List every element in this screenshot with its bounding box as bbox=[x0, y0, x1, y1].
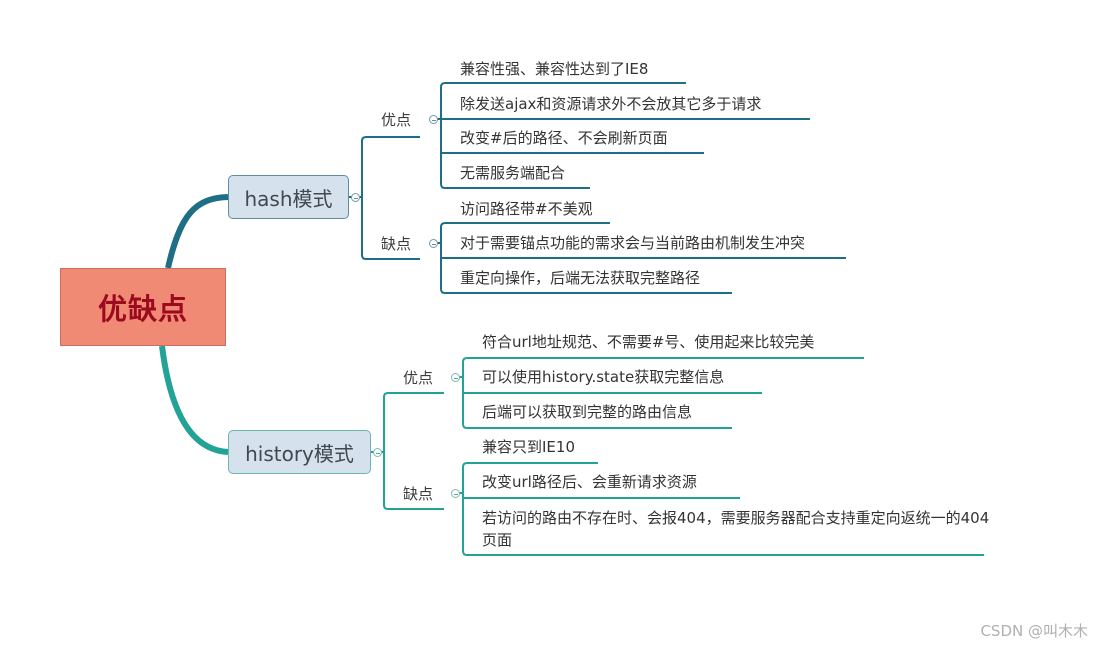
leaf-item[interactable]: 重定向操作，后端无法获取完整路径 bbox=[460, 269, 701, 287]
leaf-item[interactable]: 若访问的路由不存在时、会报404，需要服务器配合支持重定向返统一的404页面 bbox=[482, 509, 990, 549]
root-node[interactable]: 优缺点 bbox=[60, 268, 226, 346]
leaf-item[interactable]: 无需服务端配合 bbox=[460, 164, 566, 182]
group-label-history-pros[interactable]: 优点 bbox=[403, 369, 434, 387]
history-subtree-lines bbox=[371, 357, 984, 556]
collapse-icon[interactable] bbox=[451, 489, 460, 498]
watermark: CSDN @叫木木 bbox=[980, 622, 1088, 640]
collapse-icon[interactable] bbox=[451, 373, 460, 382]
leaf-item[interactable]: 改变#后的路径、不会刷新页面 bbox=[460, 129, 668, 147]
branch-node-hash[interactable]: hash模式 bbox=[228, 175, 349, 219]
group-label-hash-pros[interactable]: 优点 bbox=[381, 111, 412, 129]
leaf-item[interactable]: 后端可以获取到完整的路由信息 bbox=[482, 403, 693, 421]
leaf-item[interactable]: 符合url地址规范、不需要#号、使用起来比较完美 bbox=[482, 333, 815, 351]
leaf-item[interactable]: 可以使用history.state获取完整信息 bbox=[482, 368, 725, 386]
leaf-item[interactable]: 兼容性强、兼容性达到了IE8 bbox=[460, 60, 649, 78]
root-hash-connector bbox=[165, 194, 229, 269]
branch-label: history模式 bbox=[245, 441, 354, 466]
collapse-icon[interactable] bbox=[429, 115, 438, 124]
root-history-connector bbox=[159, 345, 229, 455]
leaf-item[interactable]: 兼容只到IE10 bbox=[482, 438, 575, 456]
branch-node-history[interactable]: history模式 bbox=[228, 430, 371, 474]
leaf-item[interactable]: 对于需要锚点功能的需求会与当前路由机制发生冲突 bbox=[460, 234, 806, 252]
group-label-history-cons[interactable]: 缺点 bbox=[403, 485, 434, 503]
branch-label: hash模式 bbox=[244, 186, 333, 211]
leaf-item[interactable]: 访问路径带#不美观 bbox=[460, 200, 593, 218]
root-label: 优缺点 bbox=[97, 292, 188, 326]
group-label-hash-cons[interactable]: 缺点 bbox=[381, 235, 412, 253]
hash-subtree-lines bbox=[349, 82, 846, 294]
collapse-icon[interactable] bbox=[351, 193, 360, 202]
collapse-icon[interactable] bbox=[373, 448, 382, 457]
leaf-item[interactable]: 除发送ajax和资源请求外不会放其它多于请求 bbox=[460, 95, 762, 113]
leaf-item[interactable]: 改变url路径后、会重新请求资源 bbox=[482, 473, 697, 491]
collapse-icon[interactable] bbox=[429, 239, 438, 248]
